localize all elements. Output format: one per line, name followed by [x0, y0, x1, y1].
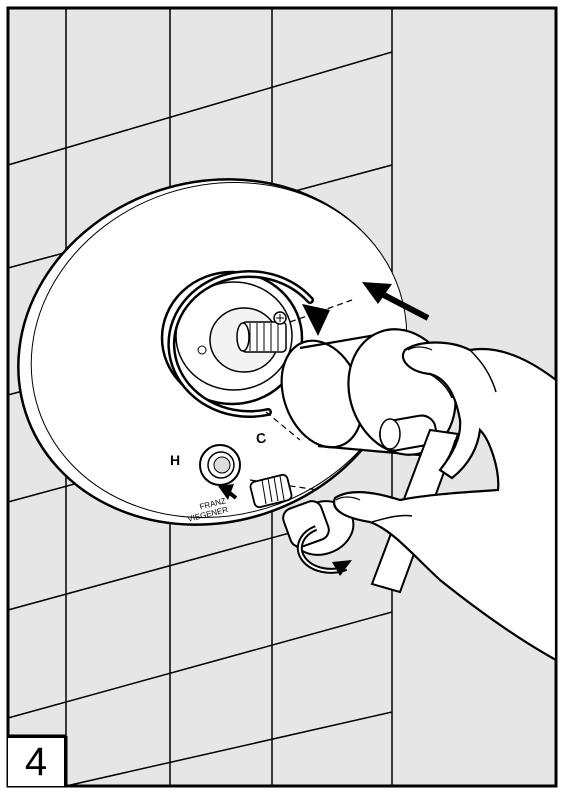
hot-label: H: [170, 452, 180, 468]
step-number: 4: [8, 736, 66, 786]
cold-label: C: [255, 429, 267, 446]
diverter-port: [200, 445, 240, 485]
